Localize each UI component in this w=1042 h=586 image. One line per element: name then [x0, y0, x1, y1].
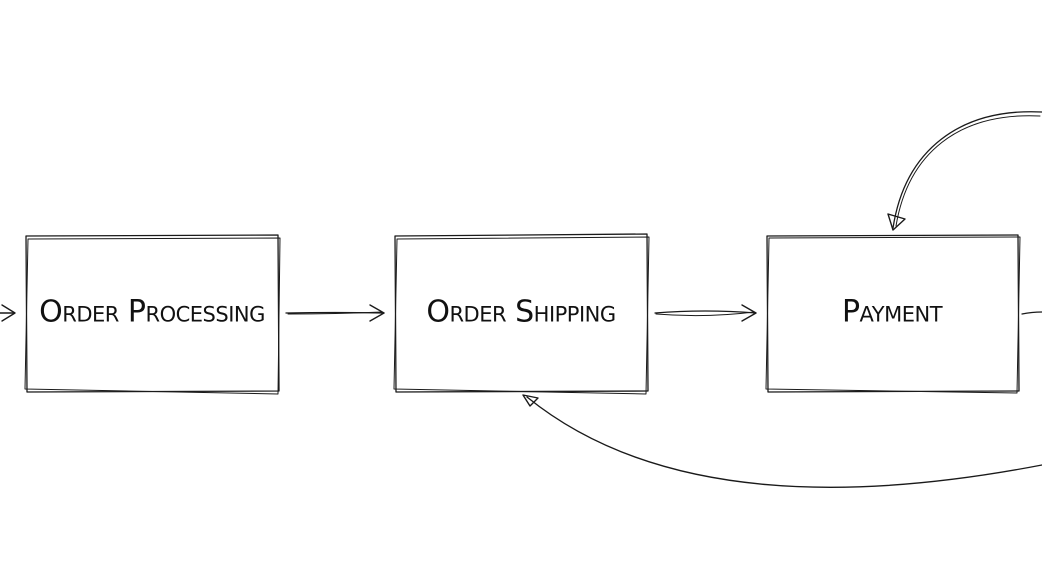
edge-payment-to-order-shipping [522, 394, 1042, 488]
edge-payment-outgoing [1021, 311, 1042, 315]
node-order-shipping[interactable]: Order Shipping [393, 233, 650, 395]
edge-order-processing-to-order-shipping [285, 304, 385, 322]
node-payment[interactable]: Payment [765, 234, 1021, 394]
edge-external-to-order-processing [0, 304, 16, 322]
node-label-order-shipping: Order Shipping [426, 295, 615, 330]
node-label-order-processing: Order Processing [39, 295, 265, 330]
node-order-processing[interactable]: Order Processing [24, 234, 281, 395]
node-label-payment: Payment [842, 295, 943, 330]
edge-order-shipping-to-payment [654, 304, 757, 322]
edge-external-to-payment [887, 111, 1042, 231]
